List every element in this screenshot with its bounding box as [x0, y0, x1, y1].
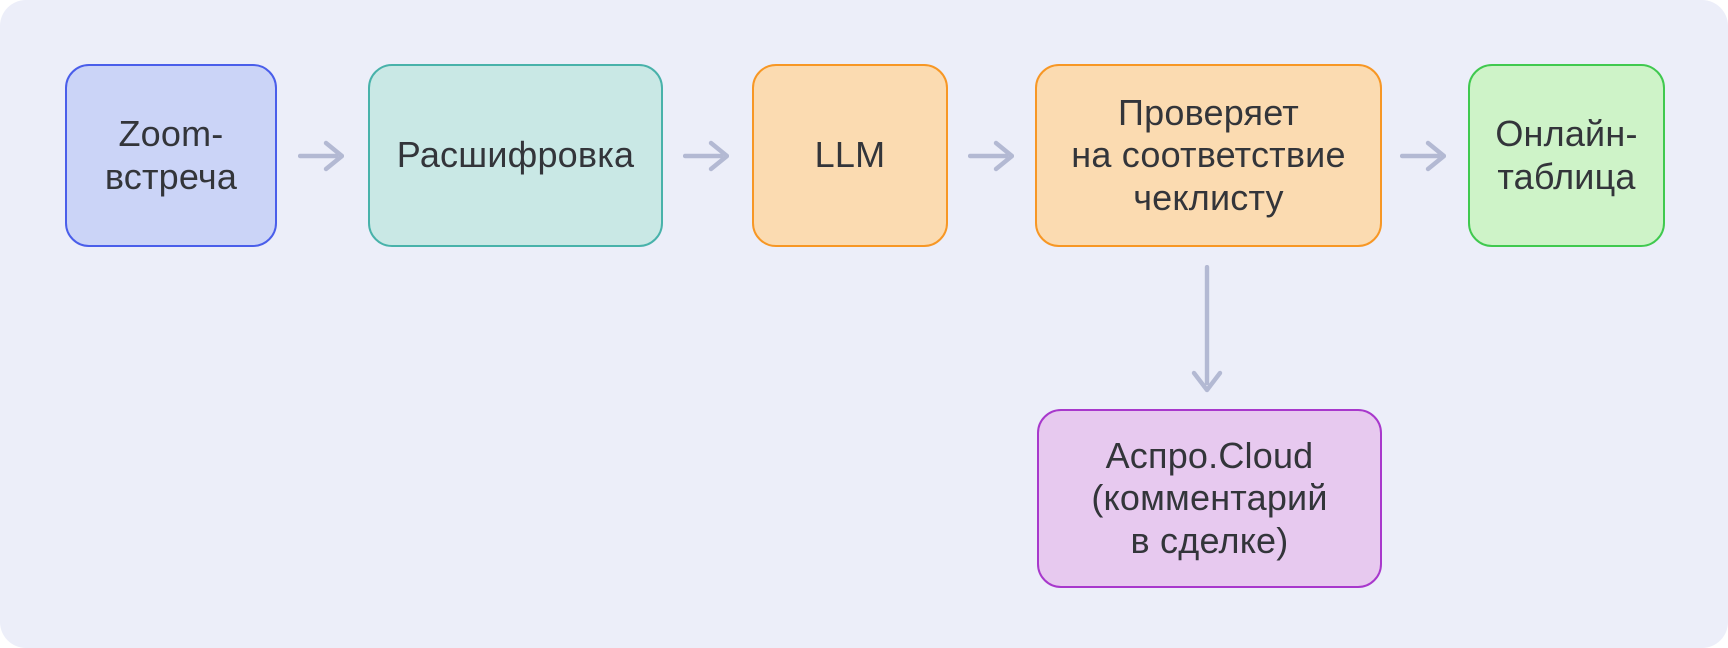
flow-node-label: Онлайн- таблица	[1495, 113, 1638, 197]
arrow-right-icon	[298, 140, 344, 172]
flow-node-label: Проверяет на соответствие чеклисту	[1071, 91, 1346, 218]
flow-node-label: LLM	[814, 134, 886, 176]
arrow-down-icon	[1191, 265, 1223, 393]
flow-node-label: Расшифровка	[396, 134, 635, 176]
flow-node-zoom-meeting: Zoom- встреча	[65, 64, 277, 247]
flow-node-aspro-cloud: Аспро.Cloud (комментарий в сделке)	[1037, 409, 1382, 588]
arrow-right-icon	[968, 140, 1014, 172]
flow-node-checklist-check: Проверяет на соответствие чеклисту	[1035, 64, 1382, 247]
arrow-right-icon	[1400, 140, 1446, 172]
arrow-right-icon	[683, 140, 729, 172]
flow-node-transcription: Расшифровка	[368, 64, 663, 247]
flow-node-label: Аспро.Cloud (комментарий в сделке)	[1091, 434, 1328, 561]
flow-node-llm: LLM	[752, 64, 948, 247]
flow-node-online-table: Онлайн- таблица	[1468, 64, 1665, 247]
flow-node-label: Zoom- встреча	[104, 113, 238, 197]
